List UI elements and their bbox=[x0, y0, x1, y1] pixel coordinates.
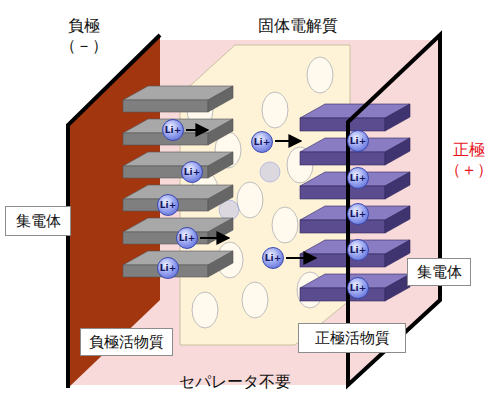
negative-active-plates bbox=[123, 86, 233, 277]
lithium-ion: Li+ bbox=[347, 130, 369, 152]
lithium-ion: Li+ bbox=[262, 247, 284, 269]
node-text: Li+ bbox=[265, 253, 281, 263]
text-label: 正極 （＋） bbox=[438, 140, 500, 180]
lithium-ion: Li+ bbox=[176, 227, 198, 249]
part-label-box: 集電体 bbox=[5, 206, 71, 236]
node-text: Li+ bbox=[160, 263, 176, 273]
ion-arrows bbox=[186, 130, 316, 258]
part-label-box: 負極活物質 bbox=[80, 328, 173, 356]
node-text: Li+ bbox=[165, 125, 181, 135]
text-label: 負極 （－） bbox=[52, 16, 116, 56]
node-text: 負極活物質 bbox=[89, 333, 164, 352]
part-label-box: 集電体 bbox=[407, 258, 471, 286]
node-text: Li+ bbox=[160, 200, 176, 210]
lithium-ion: Li+ bbox=[347, 277, 369, 299]
node-text: 集電体 bbox=[417, 263, 462, 282]
text-label: セパレータ不要 bbox=[155, 372, 315, 392]
node-text: 正極活物質 bbox=[315, 329, 390, 348]
node-text: Li+ bbox=[350, 245, 366, 255]
lithium-ion: Li+ bbox=[347, 203, 369, 225]
lithium-ion: Li+ bbox=[157, 257, 179, 279]
node-text: 集電体 bbox=[16, 212, 61, 231]
lithium-ion: Li+ bbox=[251, 131, 273, 153]
node-text: Li+ bbox=[350, 283, 366, 293]
part-label-box: 正極活物質 bbox=[298, 323, 406, 353]
node-text: Li+ bbox=[254, 137, 270, 147]
text-label: 固体電解質 bbox=[235, 16, 360, 36]
node-text: Li+ bbox=[184, 167, 200, 177]
node-text: Li+ bbox=[350, 136, 366, 146]
lithium-ion: Li+ bbox=[347, 167, 369, 189]
lithium-ion: Li+ bbox=[347, 239, 369, 261]
positive-active-plates bbox=[300, 104, 410, 301]
node-text: Li+ bbox=[350, 173, 366, 183]
lithium-ion: Li+ bbox=[181, 161, 203, 183]
lithium-ion: Li+ bbox=[157, 194, 179, 216]
lithium-ion: Li+ bbox=[162, 119, 184, 141]
node-text: Li+ bbox=[179, 233, 195, 243]
node-text: Li+ bbox=[350, 209, 366, 219]
